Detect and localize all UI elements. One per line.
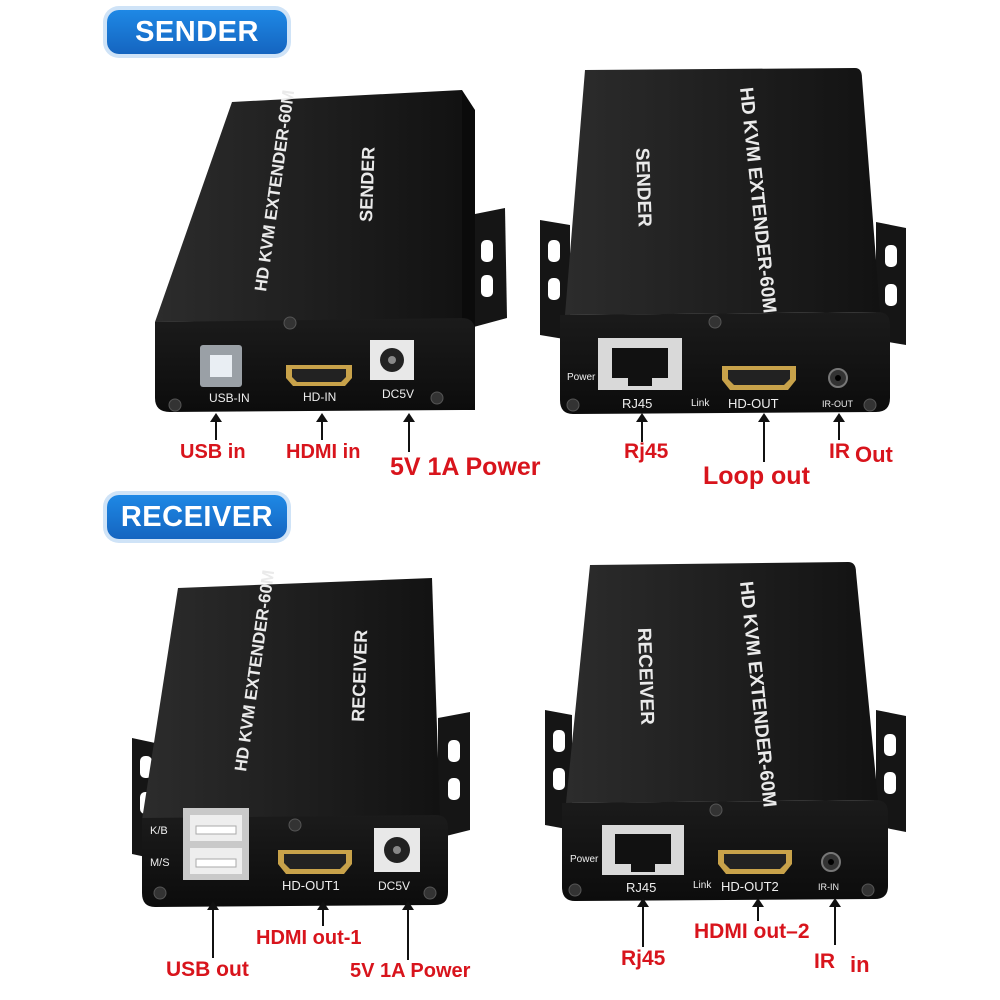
callout-ir: IR (829, 440, 850, 463)
receiver-rear-name-label: RECEIVER (633, 627, 657, 725)
hd-out1-port-label: HD-OUT1 (282, 878, 340, 893)
arrow-rj45-sender (636, 413, 648, 442)
arrow-loop-out (758, 413, 770, 462)
callout-ir-in: IR (814, 950, 835, 973)
hd-in-port-label: HD-IN (303, 390, 336, 404)
callout-hdmi-out2: HDMI out–2 (694, 920, 810, 943)
dc5v-port-label: DC5V (382, 387, 414, 401)
link-led-label: Link (691, 398, 710, 409)
ir-in-port-label: IR-IN (818, 882, 839, 892)
receiver-link-led-label: Link (693, 880, 712, 891)
callout-out: Out (855, 442, 893, 467)
arrow-usb-in (210, 413, 222, 440)
usb-in-port-label: USB-IN (209, 391, 250, 405)
arrow-power-sender (403, 413, 415, 452)
kb-port-label: K/B (150, 825, 168, 837)
hd-out-port-label: HD-OUT (728, 396, 779, 411)
callout-rj45-receiver: Rj45 (621, 947, 666, 970)
arrow-ir-out (833, 413, 845, 440)
ir-out-port-label: IR-OUT (822, 399, 853, 409)
callout-rj45-sender: Rj45 (624, 440, 669, 463)
arrow-hdmi-out1 (317, 901, 329, 926)
arrow-usb-out (207, 901, 219, 958)
callout-power-receiver: 5V 1A Power (350, 960, 471, 982)
hd-out2-port-label: HD-OUT2 (721, 879, 779, 894)
callout-power-sender: 5V 1A Power (390, 453, 541, 481)
sender-name-label: SENDER (356, 146, 379, 222)
callout-hdmi-in: HDMI in (286, 441, 361, 463)
receiver-name-label: RECEIVER (348, 629, 371, 722)
receiver-front-unit: HD KVM EXTENDER-60M RECEIVER K/B M/S HD-… (132, 569, 470, 907)
sender-front-unit: HD KVM EXTENDER-60M SENDER USB-IN HD-IN … (155, 89, 507, 412)
receiver-power-led-label: Power (570, 854, 599, 865)
sender-rear-name-label: SENDER (631, 147, 655, 227)
callout-in: in (850, 952, 870, 977)
callout-loop-out: Loop out (703, 462, 810, 490)
callout-usb-out: USB out (166, 958, 249, 981)
receiver-rj45-port-label: RJ45 (626, 880, 656, 895)
sender-badge: SENDER (107, 10, 287, 54)
receiver-badge: RECEIVER (107, 495, 287, 539)
receiver-dc5v-port-label: DC5V (378, 879, 410, 893)
arrow-hdmi-out2 (752, 898, 764, 921)
sender-rear-unit: HD KVM EXTENDER-60M SENDER RJ45 Power Li… (540, 68, 906, 414)
arrow-hdmi-in (316, 413, 328, 440)
ms-port-label: M/S (150, 857, 170, 869)
power-led-label: Power (567, 372, 596, 383)
arrow-ir-in (829, 898, 841, 945)
receiver-rear-unit: HD KVM EXTENDER-60M RECEIVER RJ45 Power … (545, 562, 906, 901)
arrow-power-receiver (402, 901, 414, 960)
callout-usb-in: USB in (180, 441, 246, 463)
rj45-port-label: RJ45 (622, 396, 652, 411)
arrow-rj45-receiver (637, 898, 649, 947)
callout-hdmi-out1: HDMI out-1 (256, 927, 362, 949)
